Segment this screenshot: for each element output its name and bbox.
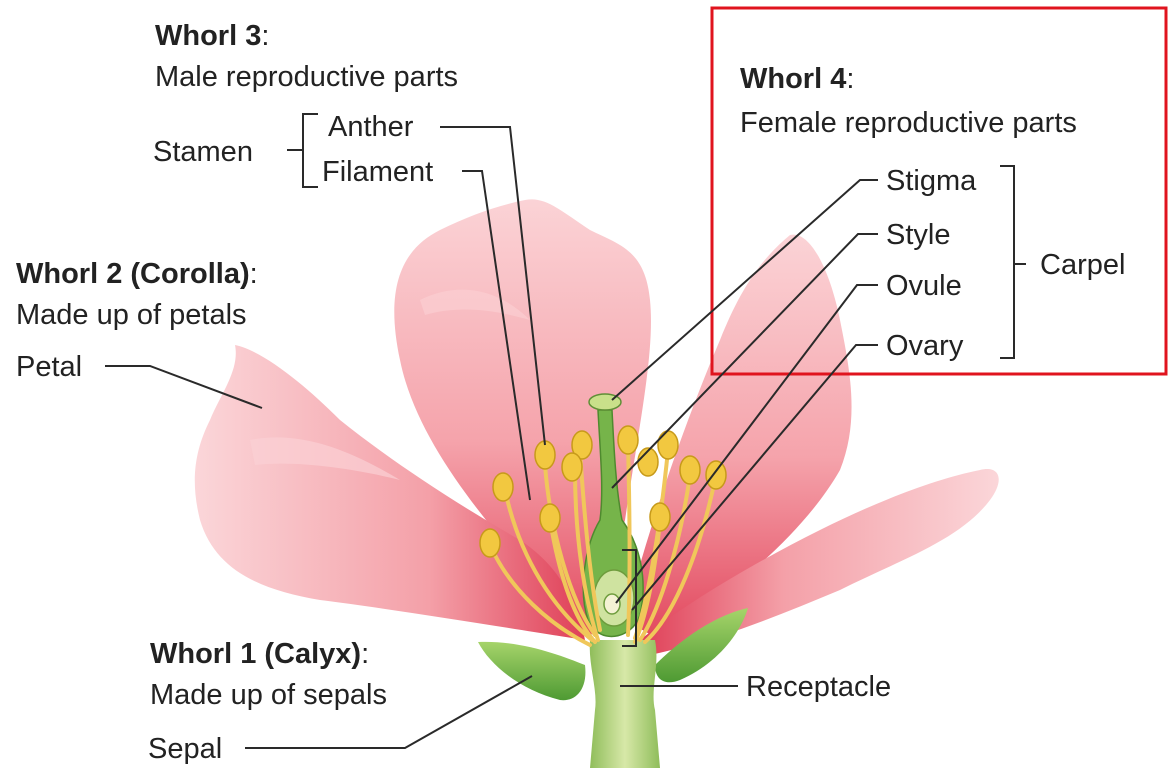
whorl2-title: Whorl 2 (Corolla): <box>16 258 258 290</box>
style-label: Style <box>886 219 950 251</box>
ovary-label: Ovary <box>886 330 964 362</box>
ovule-shape <box>604 594 620 614</box>
carpel-label: Carpel <box>1040 249 1125 281</box>
stamen-label: Stamen <box>153 136 253 168</box>
carpel-bracket <box>1000 166 1026 358</box>
anther-shape <box>650 503 670 531</box>
whorl2-subtitle: Made up of petals <box>16 299 247 331</box>
whorl1-title: Whorl 1 (Calyx): <box>150 638 369 670</box>
anther-label: Anther <box>328 111 414 143</box>
whorl3-subtitle: Male reproductive parts <box>155 61 458 93</box>
whorl3-title: Whorl 3: <box>155 20 269 52</box>
anther-shape <box>535 441 555 469</box>
sepal-left <box>478 642 585 700</box>
stem <box>590 640 660 768</box>
anther-shape <box>618 426 638 454</box>
receptacle-label: Receptacle <box>746 671 891 703</box>
petal-label: Petal <box>16 351 82 383</box>
anther-shape <box>658 431 678 459</box>
whorl4-subtitle: Female reproductive parts <box>740 107 1077 139</box>
anther-shape <box>540 504 560 532</box>
anther-shape <box>680 456 700 484</box>
ovule-label: Ovule <box>886 270 962 302</box>
anther-shape <box>493 473 513 501</box>
sepal-label: Sepal <box>148 733 222 765</box>
anther-shape <box>562 453 582 481</box>
anther-shape <box>706 461 726 489</box>
anther-shape <box>480 529 500 557</box>
filament-label: Filament <box>322 156 433 188</box>
stamen-bracket <box>287 114 318 187</box>
whorl1-subtitle: Made up of sepals <box>150 679 387 711</box>
stigma-label: Stigma <box>886 165 977 197</box>
whorl4-title: Whorl 4: <box>740 63 854 95</box>
